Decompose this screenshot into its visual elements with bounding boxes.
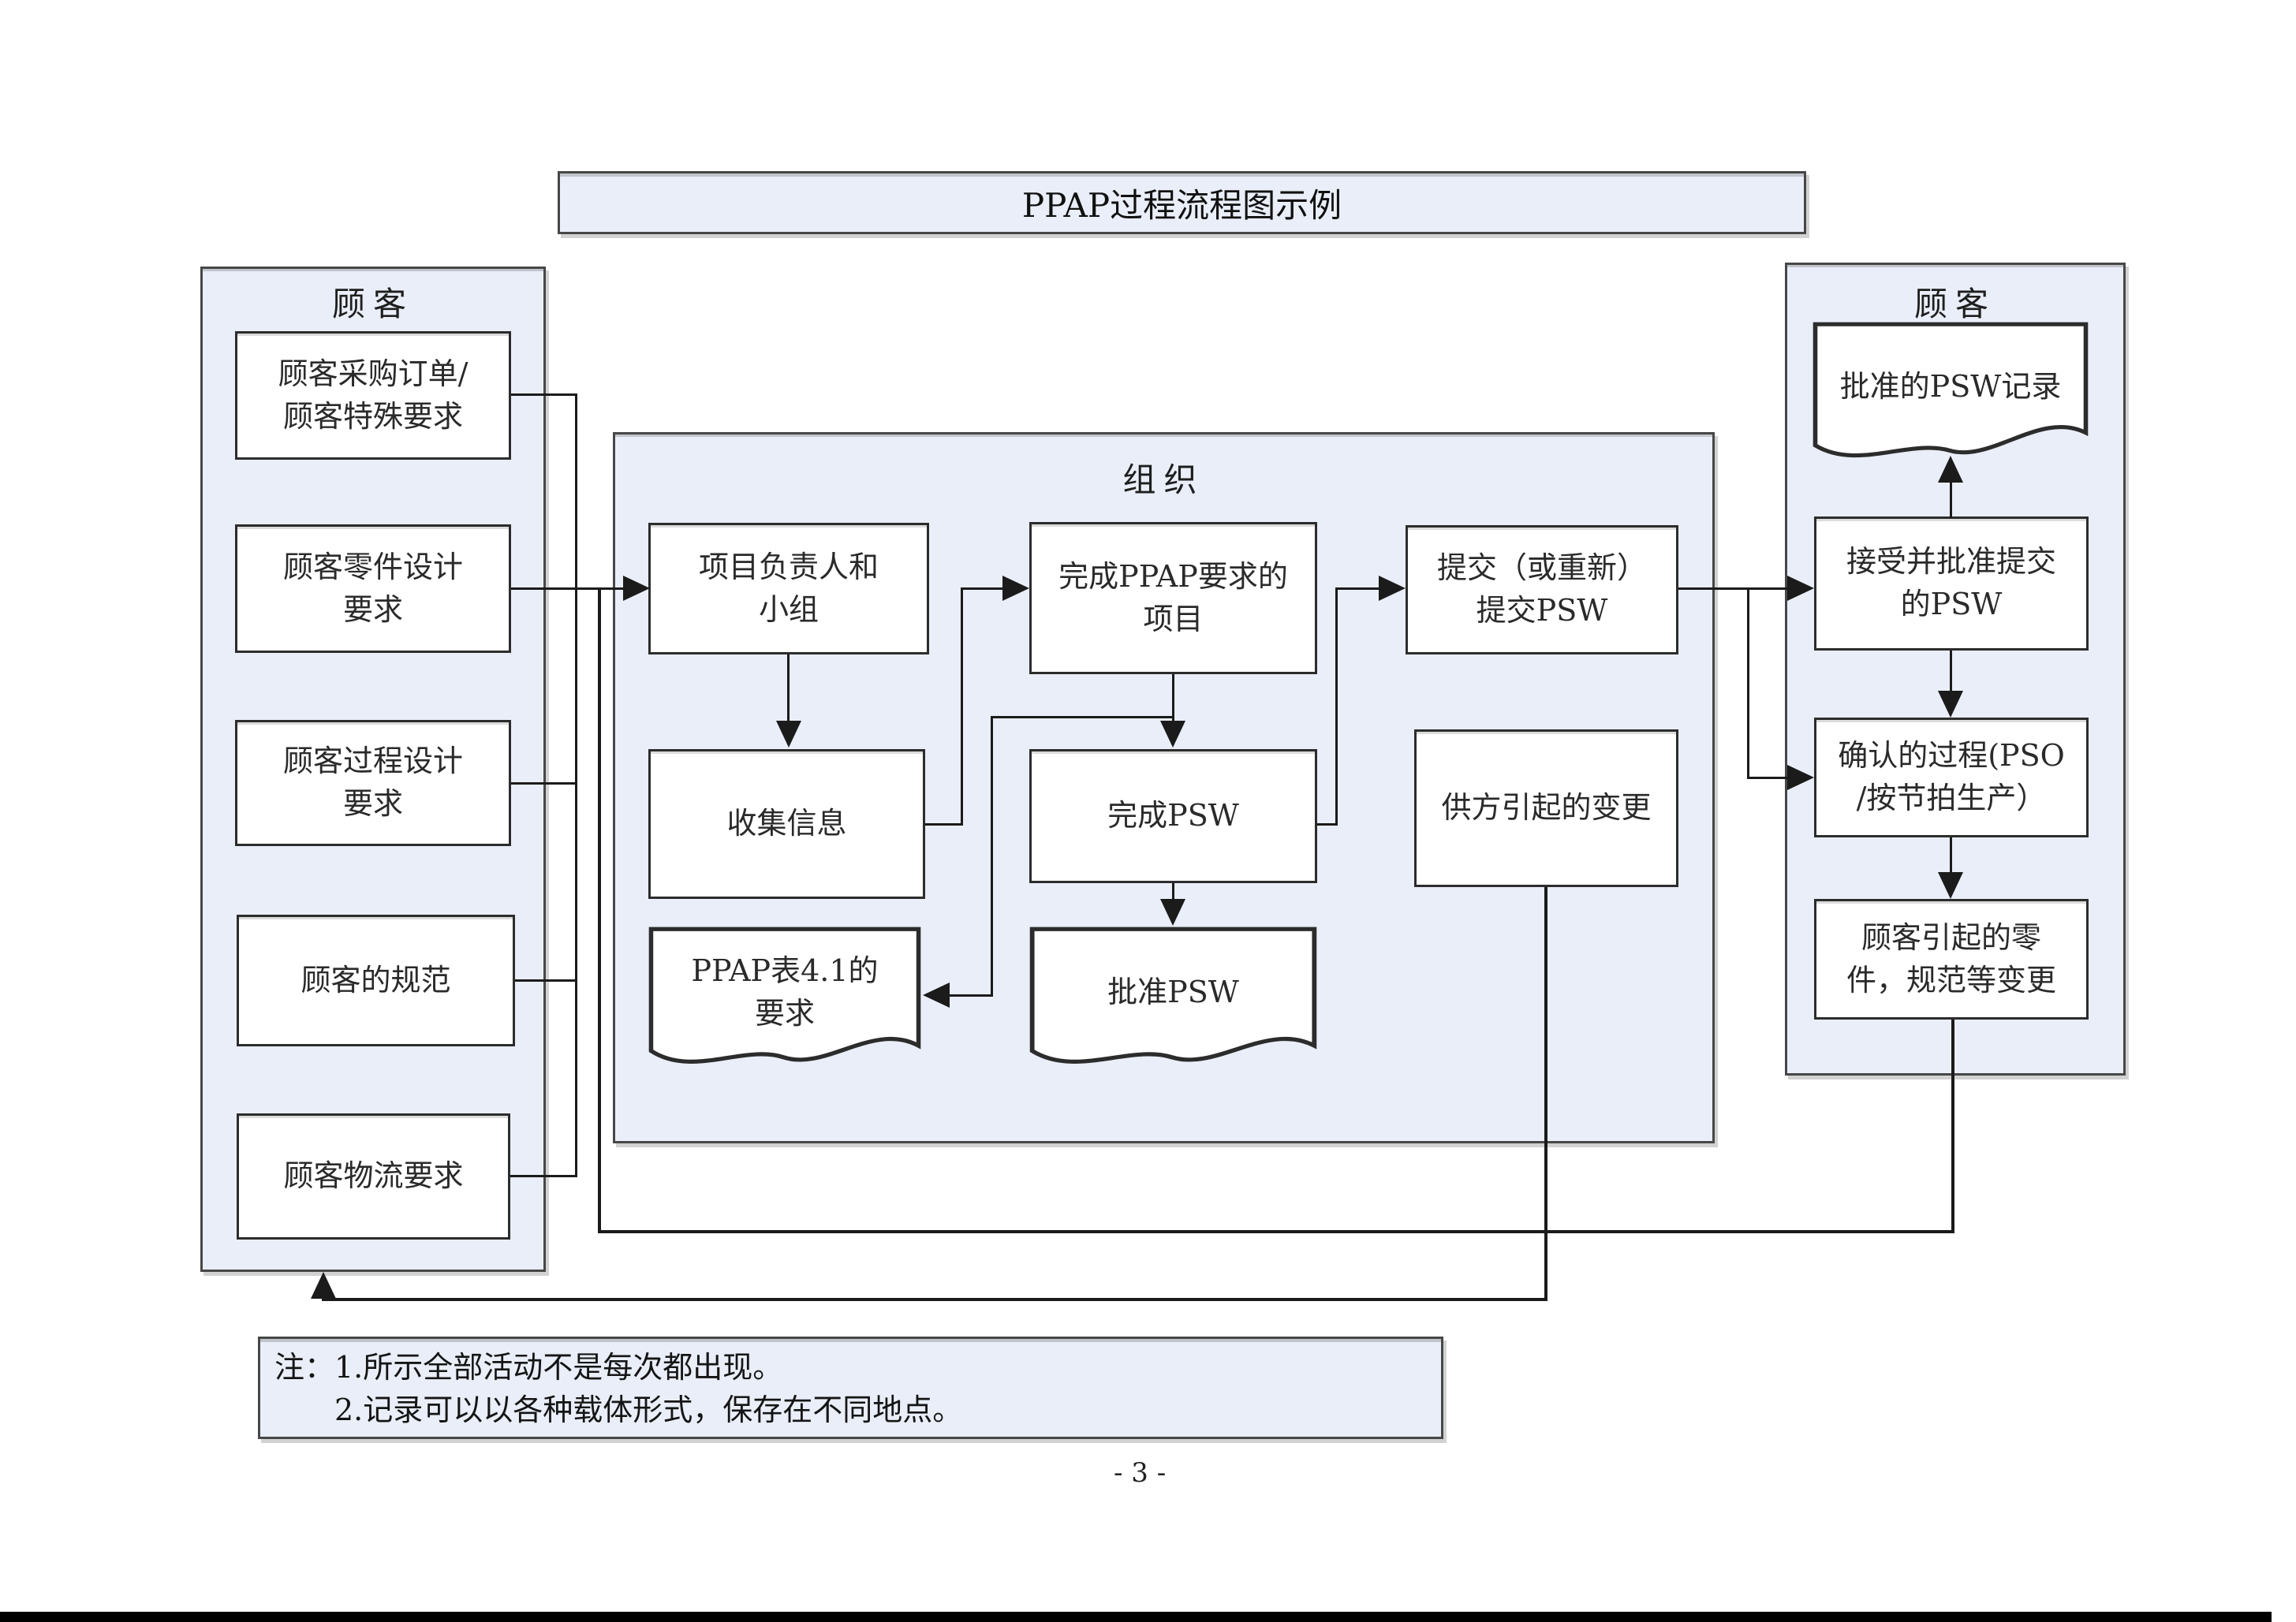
connector-psw-up [1335,587,1338,826]
connector-collect-up [961,587,963,826]
document-shape-icon [1813,322,2089,458]
note-line-2: 2.记录可以以各种载体形式，保存在不同地点。 [334,1392,963,1427]
diagram-title: PPAP过程流程图示例 [1021,185,1342,225]
document-shape-icon [648,927,921,1064]
doc-approved-psw-record-label: 批准的PSW记录 [1839,368,2062,404]
arrowhead-into-customer-lane [311,1272,336,1299]
connector-spec-to-trunk [515,979,577,982]
box-submit-resubmit-psw: 提交（或重新） 提交PSW [1406,525,1678,654]
feedback-changes-up-to-leader [598,587,601,1233]
connector-left-trunk-vertical [575,393,577,1177]
arrowhead-into-approve-psw [1160,899,1185,926]
box-accept-approve-psw: 接受并批准提交 的PSW [1814,516,2089,651]
doc-approve-psw-label: 批准PSW [1107,974,1239,1009]
box-collect-information: 收集信息 [648,749,925,899]
connector-submit-to-accept [1678,587,1789,590]
connector-accept-to-record [1950,481,1952,518]
arrowhead-into-psw-record [1938,456,1963,483]
connector-accept-to-validated [1950,651,1952,694]
box-customer-logistics-req: 顾客物流要求 [237,1113,510,1240]
doc-approved-psw-record: 批准的PSW记录 [1813,322,2089,473]
connector-validated-to-changes [1950,837,1952,875]
feedback-supplier-horizontal [322,1298,1547,1301]
connector-psw-to-submit [1335,587,1380,590]
connector-submit-branch-down [1747,587,1749,779]
connector-leader-to-collect [787,654,790,724]
arrowhead-into-complete-psw [1160,721,1185,748]
doc-approve-psw: 批准PSW [1029,927,1317,1080]
diagram-title-box: PPAP过程流程图示例 [558,171,1806,234]
connector-psw-to-approve [1172,883,1174,902]
arrowhead-into-accept [1787,576,1814,601]
connector-trunk-to-leader [511,587,626,590]
arrowhead-into-complete-items [1002,576,1029,601]
connector-branch-down [991,716,993,997]
connector-psw-out [1317,823,1338,826]
box-customer-part-design-req: 顾客零件设计 要求 [235,524,511,653]
arrowhead-into-validated [1787,765,1814,790]
page-number: - 3 - [1114,1457,1167,1489]
connector-po-to-trunk [511,393,577,396]
connector-branch-to-validated [1747,777,1789,779]
box-customer-purchase-order: 顾客采购订单/ 顾客特殊要求 [235,331,511,460]
customer-lane-right-header: 顾客 [1913,285,1996,323]
arrowhead-into-leader [623,576,650,601]
feedback-changes-horizontal [598,1230,1954,1233]
arrowhead-into-customer-changes [1938,872,1963,899]
box-supplier-induced-changes: 供方引起的变更 [1414,729,1678,887]
box-customer-specifications: 顾客的规范 [237,915,515,1046]
connector-items-to-psw [1172,674,1174,723]
arrowhead-into-collect [776,721,801,748]
box-project-leader-team: 项目负责人和 小组 [648,523,929,654]
note-line-1: 注：1.所示全部活动不是每次都出现。 [274,1350,783,1385]
connector-logistics-to-trunk [510,1175,577,1177]
document-shape-icon [1029,927,1317,1064]
feedback-changes-down [1951,1020,1954,1233]
connector-branch-horizontal [991,716,1174,718]
box-validated-process-pso: 确认的过程(PSO /按节拍生产） [1814,718,2089,837]
doc-ppap-form-4-1-requirements: PPAP表4.1的 要求 [648,927,921,1080]
doc-ppap-form-4-1-label: PPAP表4.1的 要求 [691,953,879,1031]
organization-lane-header: 组织 [1122,460,1205,499]
connector-process-req-to-trunk [511,782,577,785]
arrowhead-into-submit-psw [1379,576,1406,601]
scan-artifact-bottom-bar [0,1612,2272,1622]
arrowhead-into-ppap-doc [923,983,950,1008]
connector-branch-to-doc [949,994,993,997]
note-box: 注：1.所示全部活动不是每次都出现。 2.记录可以以各种载体形式，保存在不同地点… [258,1337,1443,1439]
box-customer-induced-changes: 顾客引起的零 件，规范等变更 [1814,899,2089,1020]
feedback-supplier-down [1544,887,1547,1301]
box-complete-psw: 完成PSW [1029,749,1317,883]
arrowhead-into-validated-top [1938,691,1963,718]
box-complete-ppap-items: 完成PPAP要求的 项目 [1029,522,1317,674]
customer-lane-left-header: 顾客 [331,285,414,323]
connector-collect-to-items [961,587,1005,590]
connector-collect-out [925,823,962,826]
box-customer-process-design-req: 顾客过程设计 要求 [235,720,511,846]
